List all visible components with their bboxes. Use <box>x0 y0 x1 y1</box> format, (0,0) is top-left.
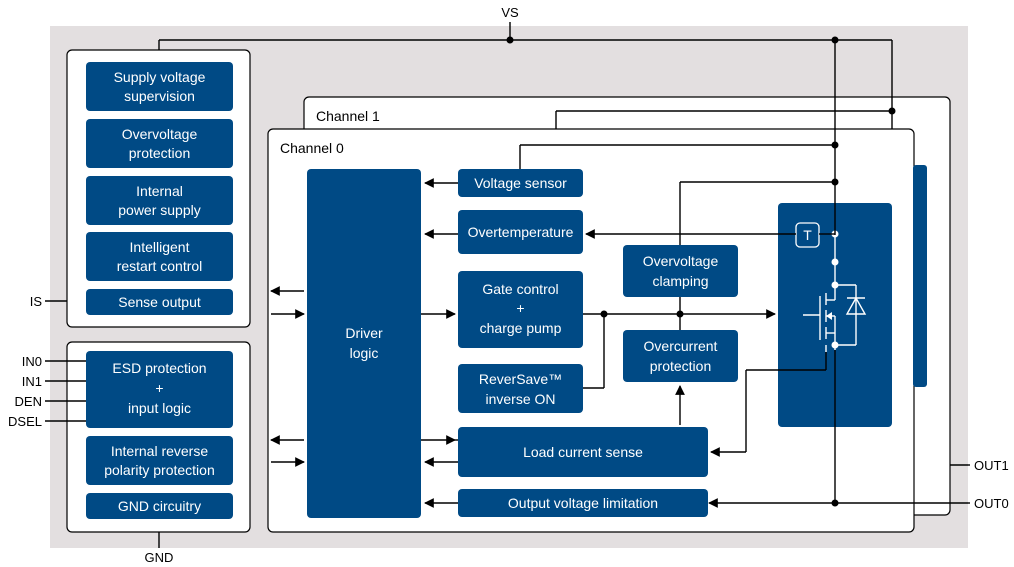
driver-logic-line2: logic <box>350 345 379 361</box>
reverse-polarity-line1: Internal reverse <box>111 443 208 459</box>
internal-power-supply-block: Internal power supply <box>86 176 233 225</box>
reversave-line2: inverse ON <box>485 391 555 407</box>
pin-in1-label: IN1 <box>22 374 42 389</box>
overvoltage-protection-line1: Overvoltage <box>122 126 198 142</box>
junction-dot <box>831 341 839 349</box>
output-voltage-limitation-block: Output voltage limitation <box>458 489 708 517</box>
overvoltage-clamping-line2: clamping <box>652 273 708 289</box>
supply-supervision-line2: supervision <box>124 88 195 104</box>
overtemperature-line1: Overtemperature <box>468 224 574 240</box>
overvoltage-clamping-block: Overvoltage clamping <box>623 245 738 297</box>
gate-control-line1: Gate control <box>482 281 558 297</box>
output-voltage-limitation-line1: Output voltage limitation <box>508 495 658 511</box>
esd-protection-block: ESD protection + input logic <box>86 351 233 428</box>
gnd-circuitry-line1: GND circuitry <box>118 498 201 514</box>
temperature-sensor-icon <box>795 222 820 248</box>
gate-control-line2: + <box>516 300 524 316</box>
sense-output-block: Sense output <box>86 289 233 315</box>
esd-protection-line3: input logic <box>128 400 191 416</box>
sense-output-line1: Sense output <box>118 294 201 310</box>
overcurrent-protection-block: Overcurrent protection <box>623 330 738 382</box>
reverse-polarity-line2: polarity protection <box>104 462 215 478</box>
esd-protection-line1: ESD protection <box>112 360 206 376</box>
pin-gnd-label: GND <box>145 550 174 565</box>
internal-power-supply-line1: Internal <box>136 183 183 199</box>
overvoltage-protection-block: Overvoltage protection <box>86 119 233 168</box>
pin-out1-label: OUT1 <box>974 458 1009 473</box>
pin-out0-label: OUT0 <box>974 496 1009 511</box>
supply-supervision-line1: Supply voltage <box>114 69 206 85</box>
load-current-sense-block: Load current sense <box>458 427 708 477</box>
reversave-block: ReverSave™ inverse ON <box>458 364 583 413</box>
channel1-label: Channel 1 <box>316 108 380 124</box>
restart-control-line2: restart control <box>117 258 203 274</box>
temperature-sensor-label: T <box>803 227 812 243</box>
pin-vs-label: VS <box>501 5 519 20</box>
reversave-line1: ReverSave™ <box>479 371 562 387</box>
overcurrent-protection-line1: Overcurrent <box>644 338 718 354</box>
restart-control-line1: Intelligent <box>130 239 190 255</box>
driver-logic-line1: Driver <box>345 325 383 341</box>
gnd-circuitry-block: GND circuitry <box>86 493 233 519</box>
pin-in0-label: IN0 <box>22 354 42 369</box>
pin-is-label: IS <box>30 294 43 309</box>
reverse-polarity-block: Internal reverse polarity protection <box>86 436 233 485</box>
voltage-sensor-line1: Voltage sensor <box>474 175 567 191</box>
restart-control-block: Intelligent restart control <box>86 232 233 281</box>
overvoltage-protection-line2: protection <box>129 145 190 161</box>
signal-arrows <box>270 178 796 508</box>
driver-logic-block: Driver logic <box>307 169 421 518</box>
mosfet-arrow-icon <box>826 312 832 320</box>
mosfet-icon <box>803 235 865 352</box>
power-stage-block <box>778 203 892 427</box>
junction-dot <box>831 281 839 289</box>
channel1-power-stage <box>913 165 927 387</box>
internal-power-supply-line2: power supply <box>118 202 201 218</box>
overcurrent-protection-line2: protection <box>650 358 711 374</box>
voltage-sensor-block: Voltage sensor <box>458 169 583 197</box>
esd-protection-line2: + <box>155 380 163 396</box>
overtemperature-block: Overtemperature <box>458 210 583 254</box>
gate-control-block: Gate control + charge pump <box>458 271 583 348</box>
body-diode-icon <box>845 296 867 315</box>
pin-den-label: DEN <box>15 394 42 409</box>
load-current-sense-line1: Load current sense <box>523 444 643 460</box>
channel0-label: Channel 0 <box>280 140 344 156</box>
overvoltage-clamping-line1: Overvoltage <box>643 253 719 269</box>
pin-dsel-label: DSEL <box>8 414 42 429</box>
gate-control-line3: charge pump <box>480 320 562 336</box>
supply-supervision-block: Supply voltage supervision <box>86 62 233 111</box>
junction-dots <box>506 36 896 507</box>
junction-dot <box>831 258 839 266</box>
